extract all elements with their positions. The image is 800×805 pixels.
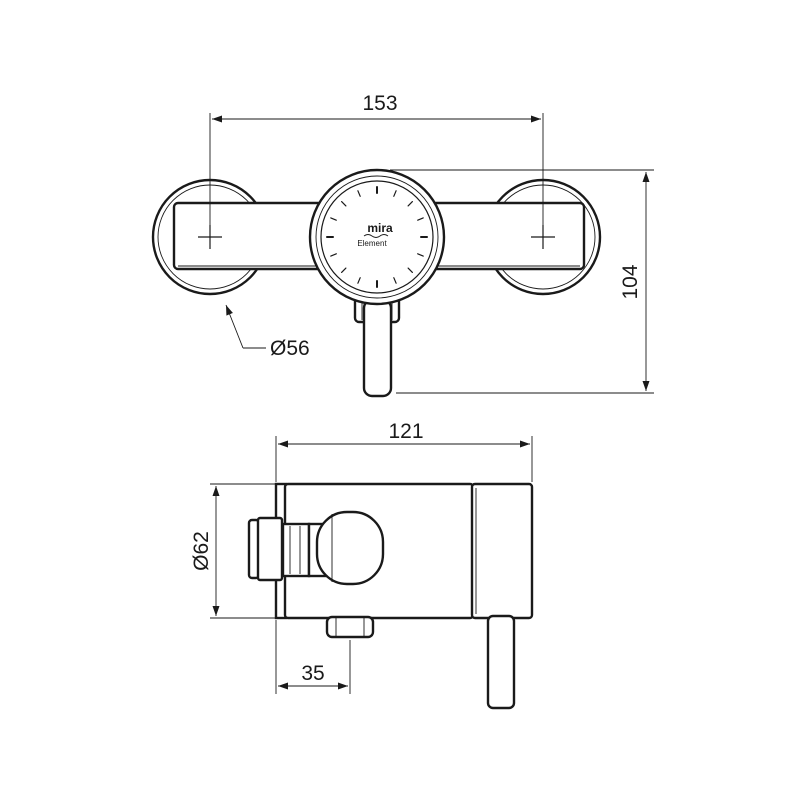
dimension-label-diameter-56: Ø56	[270, 337, 310, 360]
front-view: mira Element 153 104 Ø56	[151, 92, 654, 398]
dimension-diameter-62: Ø62	[190, 483, 276, 619]
right-center-mark	[531, 225, 555, 249]
dial-tick	[357, 277, 361, 284]
dial-tick	[417, 217, 424, 221]
side-view: 121 Ø62 35	[190, 420, 534, 710]
dimension-153: 153	[209, 92, 544, 225]
dial-model-label: Element	[357, 239, 387, 248]
dial-tick	[393, 190, 397, 197]
dial-tick	[393, 277, 397, 284]
side-outlet-nut	[325, 615, 375, 639]
dimension-label-153: 153	[362, 92, 397, 115]
control-dial: mira Element	[308, 168, 446, 306]
dimension-label-diameter-62: Ø62	[190, 531, 213, 571]
dimension-121: 121	[275, 420, 533, 482]
dial-tick	[407, 267, 413, 273]
dimension-label-104: 104	[619, 264, 642, 299]
dial-tick	[407, 201, 413, 207]
dial-tick	[330, 253, 337, 257]
side-end-cap	[470, 482, 534, 620]
dial-tick	[417, 253, 424, 257]
side-control-knob	[315, 510, 385, 586]
dial-brand-label: mira	[367, 221, 393, 235]
dial-tick	[357, 190, 361, 197]
dial-tick	[341, 267, 347, 273]
dimension-diameter-56: Ø56	[225, 304, 310, 360]
dimension-35: 35	[275, 620, 351, 694]
dial-tick-marks	[326, 186, 428, 288]
side-lever-handle	[486, 614, 516, 710]
left-center-mark	[198, 225, 222, 249]
dial-tick	[330, 217, 337, 221]
dimension-104: 104	[390, 169, 654, 394]
front-lever-handle	[362, 298, 393, 398]
dial-tick	[341, 201, 347, 207]
dimension-label-121: 121	[388, 420, 423, 443]
dimension-label-35: 35	[301, 662, 324, 685]
